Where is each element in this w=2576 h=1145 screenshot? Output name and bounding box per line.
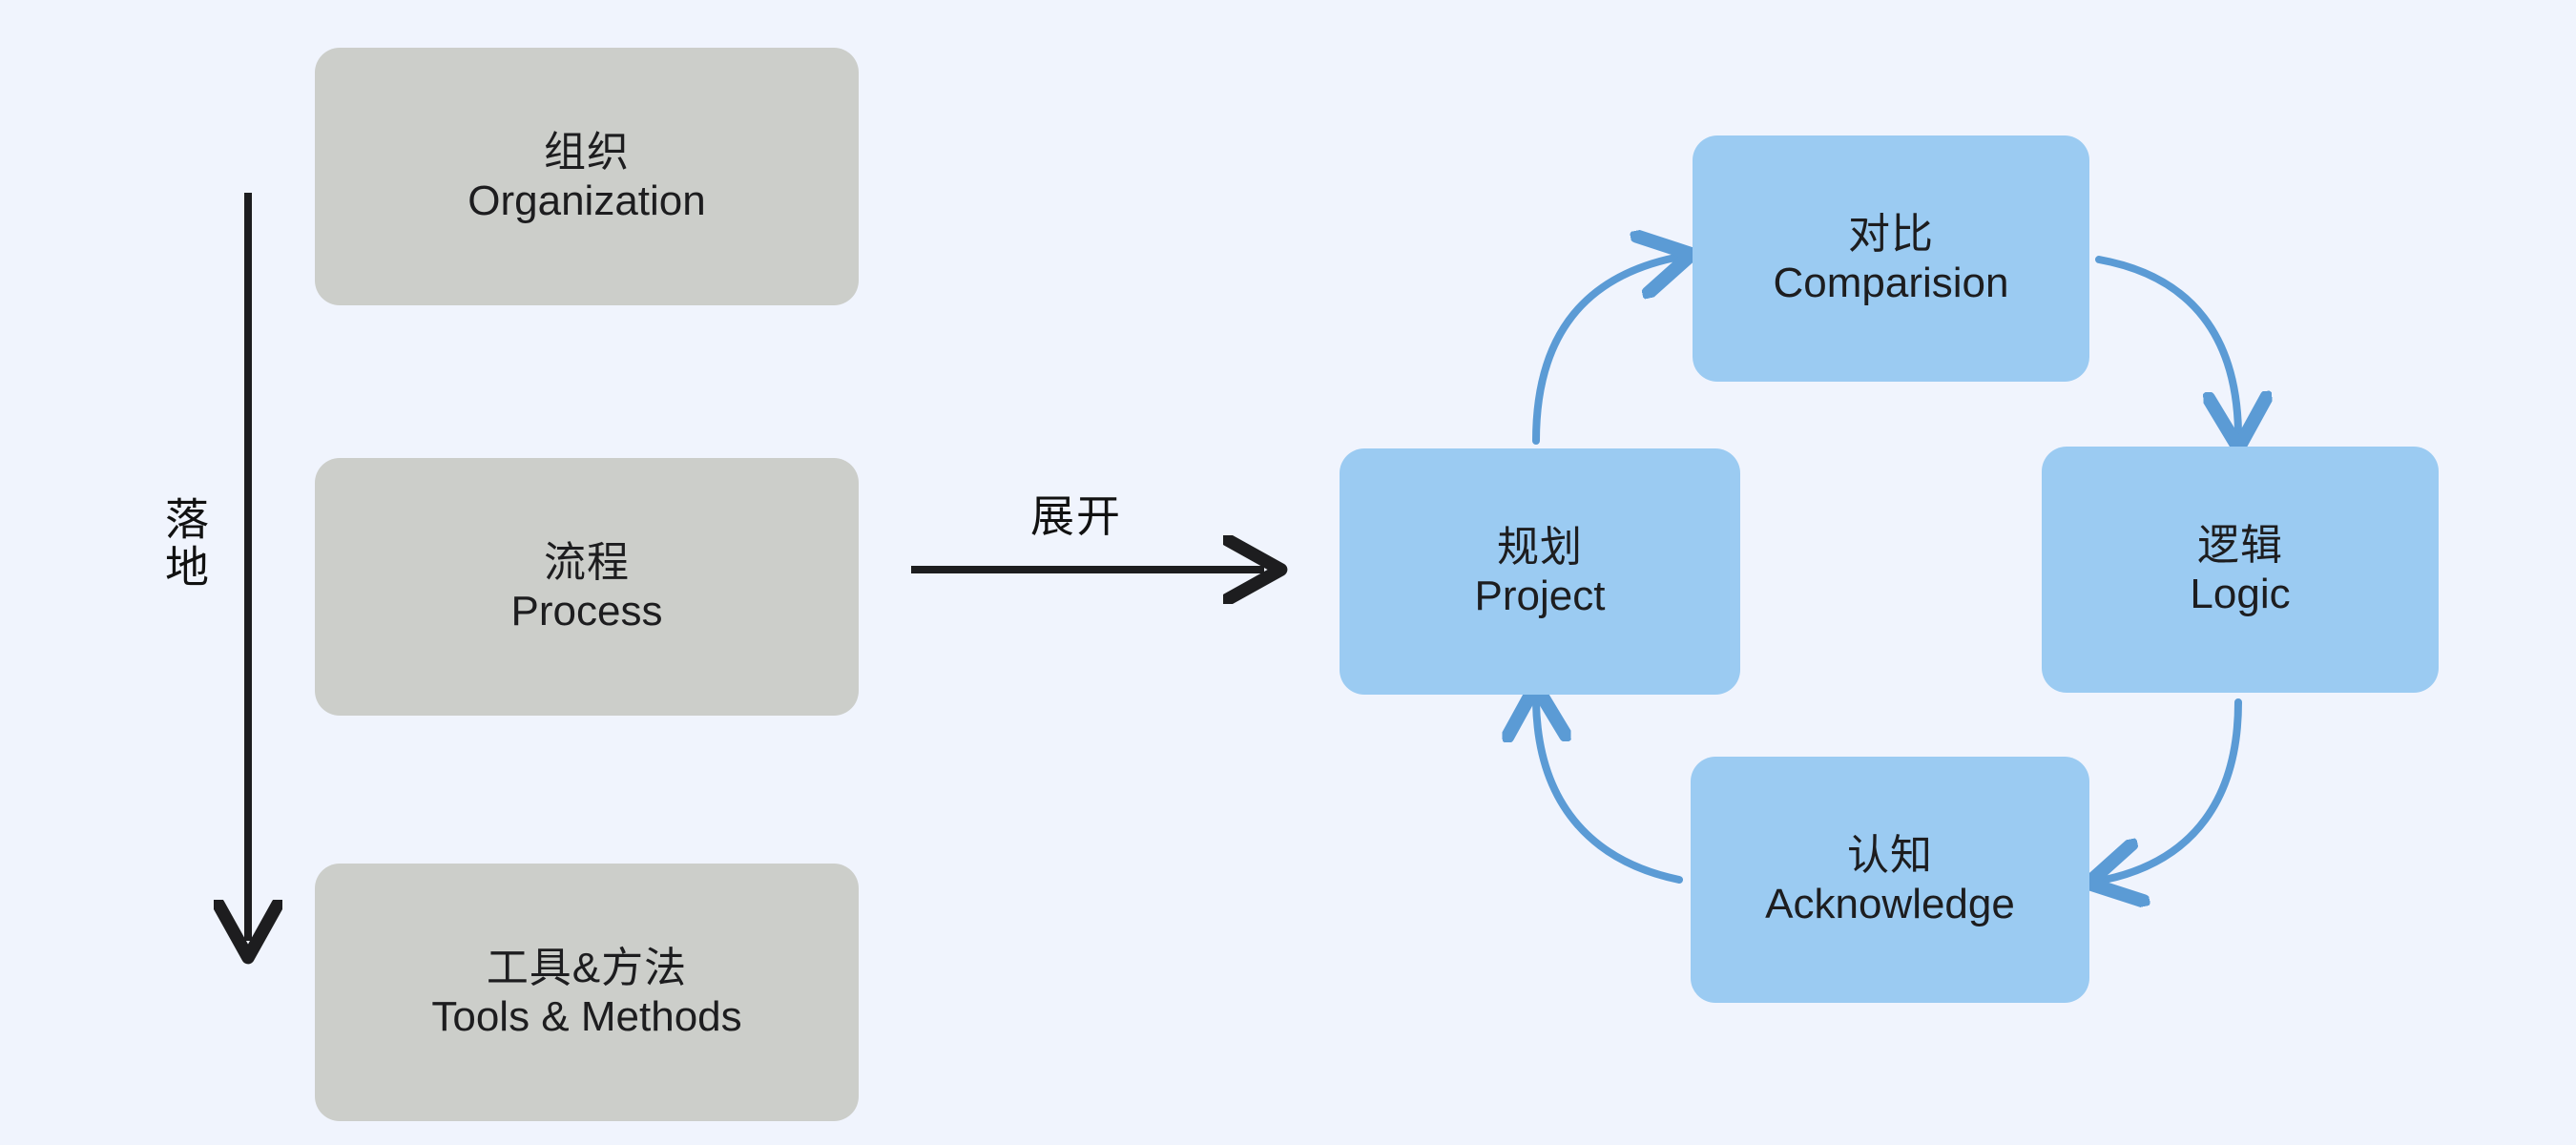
node-process[interactable]: 流程 Process — [315, 458, 859, 716]
node-project-en: Project — [1474, 572, 1606, 619]
node-acknowledge-en: Acknowledge — [1765, 881, 2015, 927]
node-comparision-cn: 对比 — [1848, 210, 1934, 258]
node-logic-en: Logic — [2190, 571, 2291, 617]
node-logic[interactable]: 逻辑 Logic — [2042, 447, 2439, 693]
edge-project-to-comparision — [1532, 258, 1675, 445]
edge-acknowledge-to-project — [1536, 702, 1683, 884]
node-logic-cn: 逻辑 — [2197, 521, 2283, 569]
node-comparision[interactable]: 对比 Comparision — [1693, 135, 2089, 382]
node-tools-and-methods-cn: 工具&方法 — [486, 944, 688, 991]
node-organization[interactable]: 组织 Organization — [315, 48, 859, 305]
edge-logic-to-acknowledge — [2105, 698, 2242, 880]
edge-comparision-to-logic — [2095, 256, 2238, 431]
node-acknowledge-cn: 认知 — [1847, 831, 1933, 879]
node-process-en: Process — [510, 588, 663, 635]
node-organization-en: Organization — [467, 177, 706, 224]
node-acknowledge[interactable]: 认知 Acknowledge — [1691, 757, 2089, 1003]
node-project-cn: 规划 — [1497, 523, 1583, 571]
node-organization-cn: 组织 — [544, 128, 630, 176]
node-comparision-en: Comparision — [1773, 260, 2009, 306]
node-process-cn: 流程 — [544, 538, 630, 586]
node-tools-and-methods-en: Tools & Methods — [431, 993, 742, 1040]
landing-axis-label: 落地 — [159, 496, 209, 592]
expand-arrow-label: 展开 — [1030, 491, 1122, 541]
node-project[interactable]: 规划 Project — [1340, 448, 1740, 695]
node-tools-and-methods[interactable]: 工具&方法 Tools & Methods — [315, 864, 859, 1121]
